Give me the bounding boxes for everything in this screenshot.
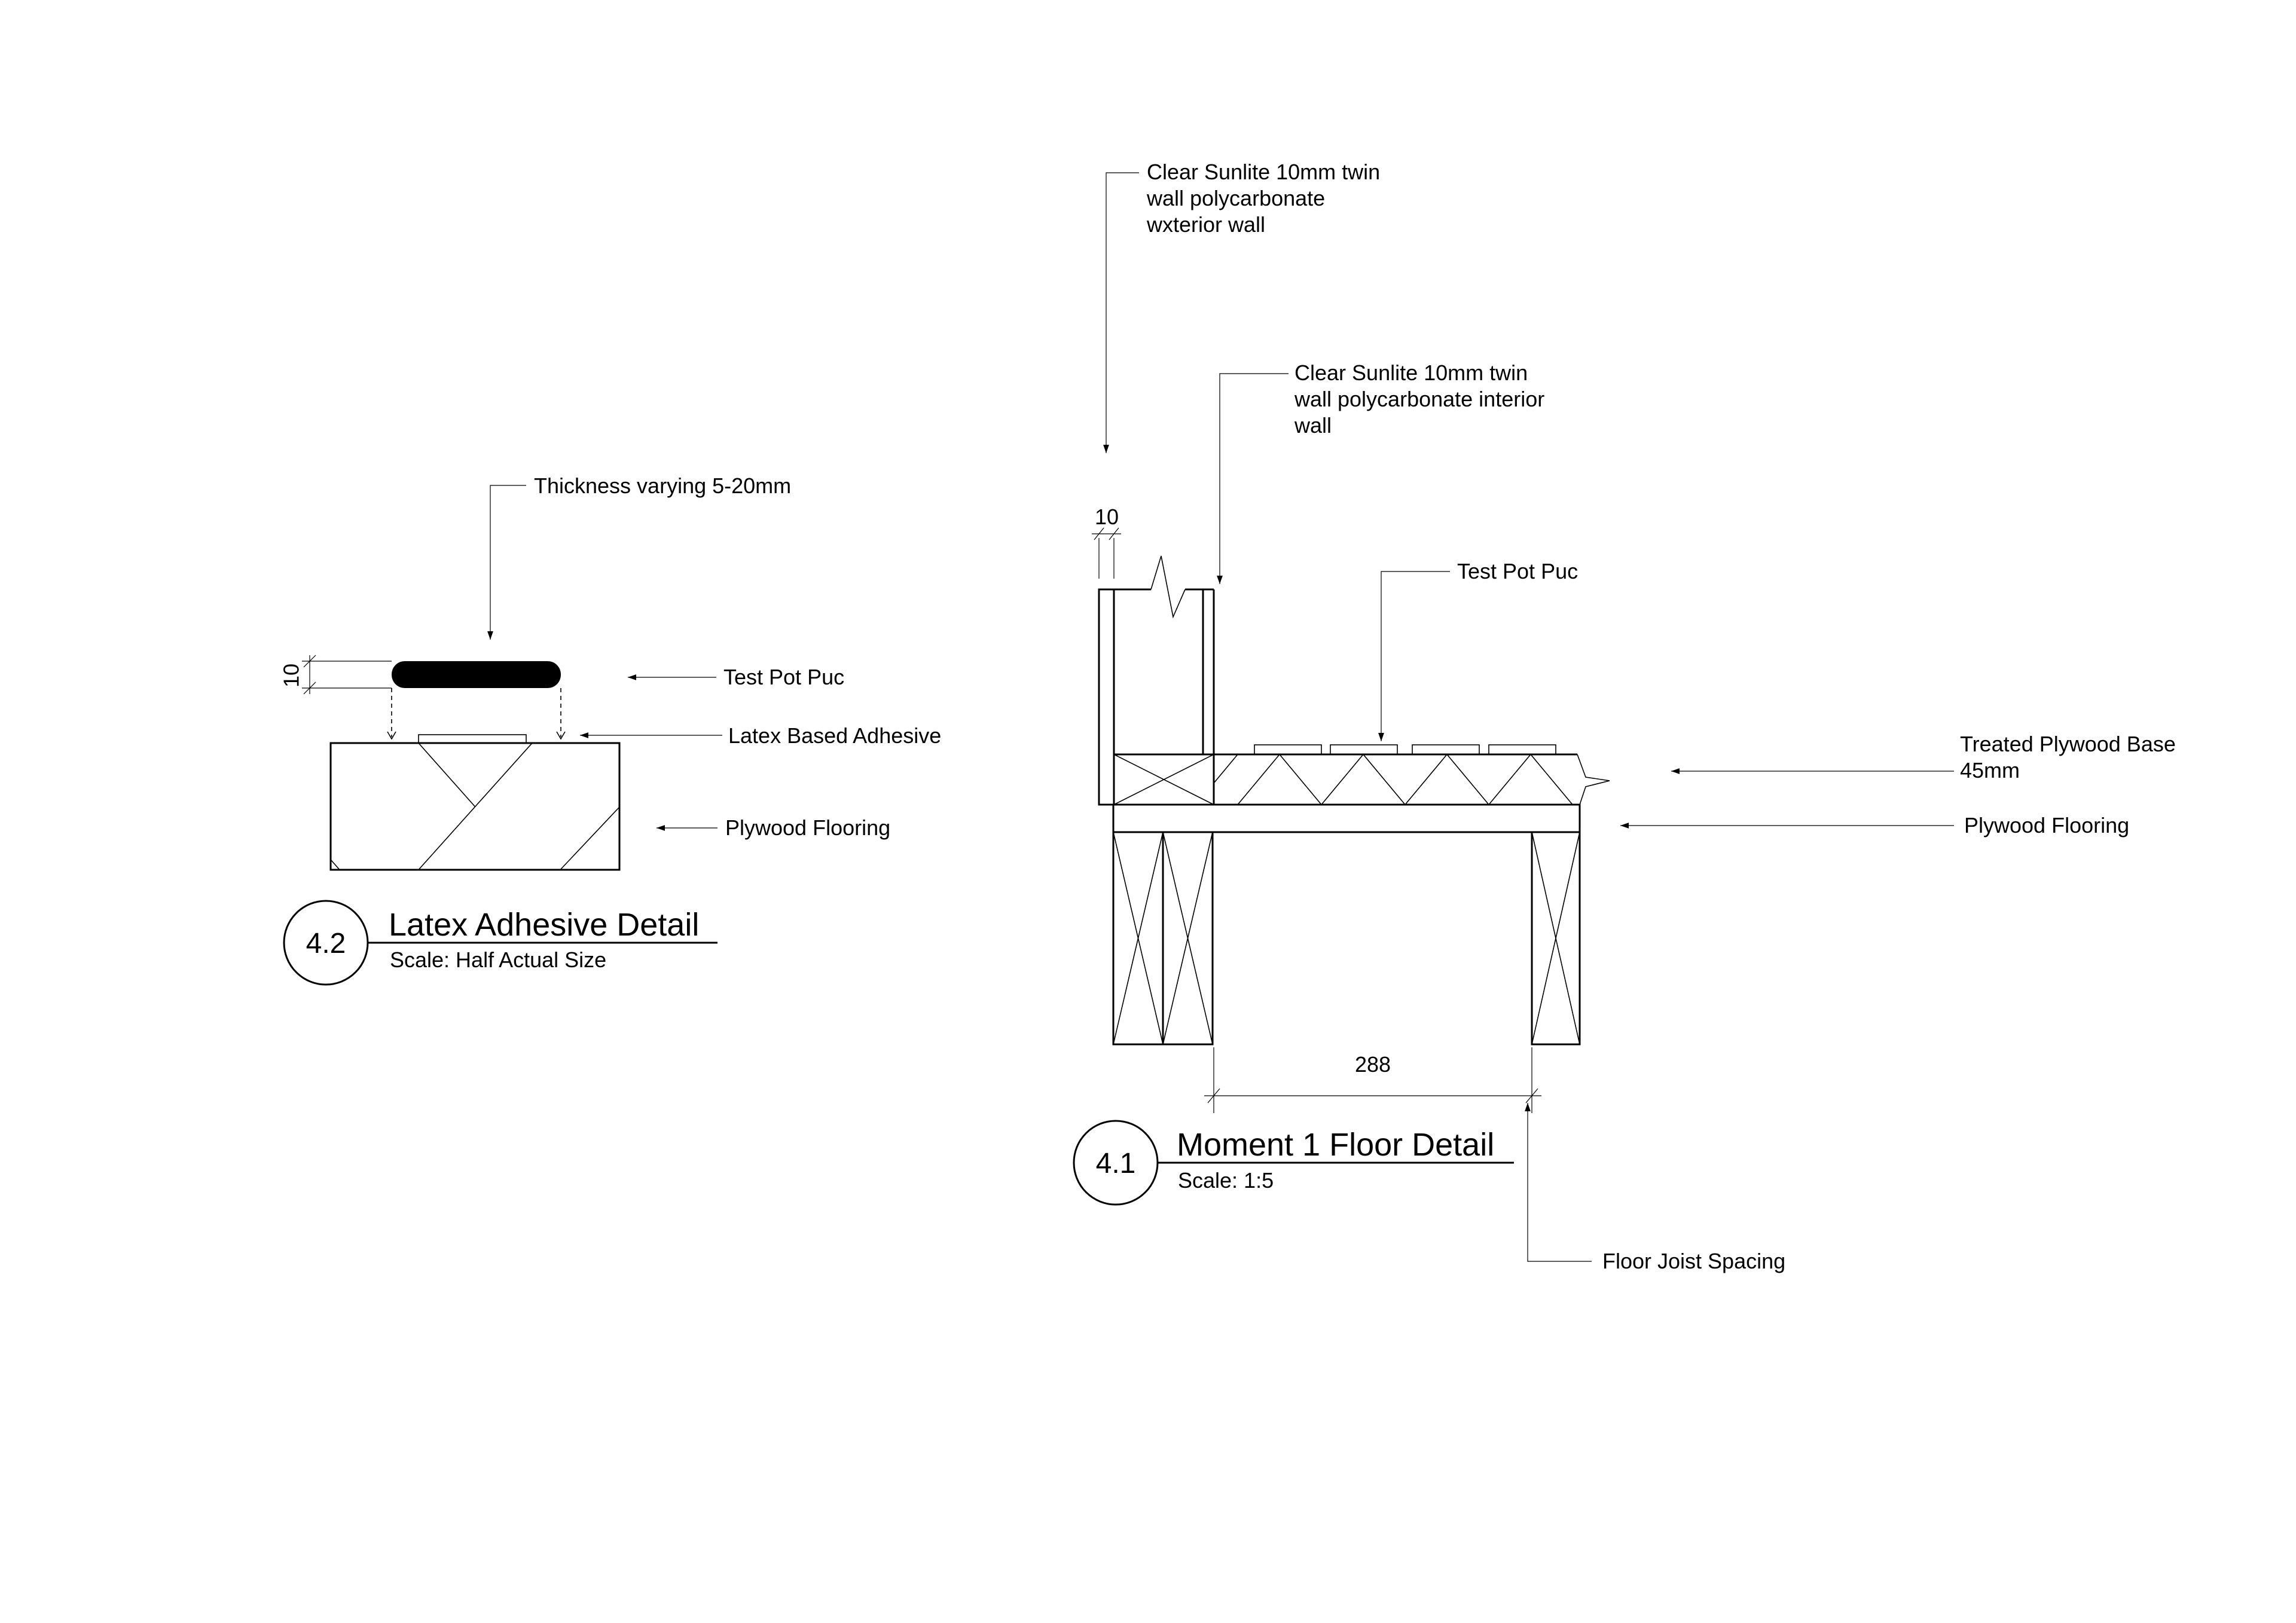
label-interior-wall: Clear Sunlite 10mm twin wall polycarbona…	[1294, 360, 1550, 438]
leader-latex-adhesive: Latex Based Adhesive	[580, 723, 941, 748]
test-pot-pucs	[1254, 744, 1556, 755]
thickness-dimension: 10	[279, 655, 392, 695]
corner-block	[1113, 753, 1215, 806]
dim-spacing: 288	[1355, 1052, 1391, 1077]
label-joist-spacing: Floor Joist Spacing	[1602, 1249, 1785, 1273]
detail-scale-4-2: Scale: Half Actual Size	[390, 947, 606, 972]
leader-test-pot-puc-41: Test Pot Puc	[1378, 559, 1578, 741]
leader-treated-base: Treated Plywood Base 45mm	[1671, 732, 2182, 783]
label-thickness: Thickness varying 5-20mm	[534, 473, 791, 498]
leader-exterior-wall: Clear Sunlite 10mm twin wall polycarbona…	[1103, 160, 1386, 453]
leader-interior-wall: Clear Sunlite 10mm twin wall polycarbona…	[1217, 360, 1550, 584]
label-test-pot-puc-42: Test Pot Puc	[723, 665, 844, 689]
detail-4-2: 10 Thickness varying 5-20mm Test Pot Puc…	[279, 473, 941, 986]
label-treated-base: Treated Plywood Base 45mm	[1960, 732, 2182, 783]
label-plywood-flooring-41: Plywood Flooring	[1964, 813, 2129, 838]
plywood-block	[329, 742, 621, 871]
leader-joist-spacing: Floor Joist Spacing	[1525, 1103, 1785, 1273]
detail-title-4-1: Moment 1 Floor Detail	[1177, 1127, 1494, 1163]
dim-thickness: 10	[279, 664, 304, 687]
test-pot-puc-shape	[392, 661, 561, 688]
interior-wall	[1202, 589, 1215, 805]
latex-adhesive-shape	[418, 734, 527, 744]
detail-title-4-2: Latex Adhesive Detail	[389, 907, 699, 943]
joist-spacing-dimension: 288	[1204, 1047, 1541, 1113]
dim-wall: 10	[1095, 505, 1119, 529]
label-exterior-wall: Clear Sunlite 10mm twin wall polycarbona…	[1146, 160, 1386, 237]
leader-thickness: Thickness varying 5-20mm	[487, 473, 791, 640]
label-test-pot-puc-41: Test Pot Puc	[1457, 559, 1578, 583]
leader-plywood-flooring-42: Plywood Flooring	[657, 815, 890, 840]
detail-4-1: 10 288 Clear Sunlite 10mm twin wall poly…	[1073, 160, 2182, 1273]
detail-number-4-2: 4.2	[306, 928, 346, 959]
wall-thickness-dimension: 10	[1092, 505, 1121, 579]
label-latex-adhesive: Latex Based Adhesive	[728, 723, 941, 748]
treated-plywood-base	[1099, 753, 1610, 806]
detail-number-4-1: 4.1	[1096, 1148, 1136, 1179]
title-block-4-2: 4.2 Latex Adhesive Detail Scale: Half Ac…	[283, 900, 718, 986]
leader-plywood-flooring-41: Plywood Flooring	[1620, 813, 2129, 838]
plywood-flooring-41	[1112, 803, 1581, 833]
leader-test-pot-puc-42: Test Pot Puc	[628, 665, 844, 689]
detail-scale-4-1: Scale: 1:5	[1178, 1168, 1274, 1193]
joist-left	[1112, 831, 1214, 1046]
title-block-4-1: 4.1 Moment 1 Floor Detail Scale: 1:5	[1073, 1120, 1514, 1206]
joist-right	[1531, 831, 1581, 1046]
label-plywood-flooring-42: Plywood Flooring	[725, 815, 890, 840]
exterior-wall	[1098, 555, 1214, 806]
